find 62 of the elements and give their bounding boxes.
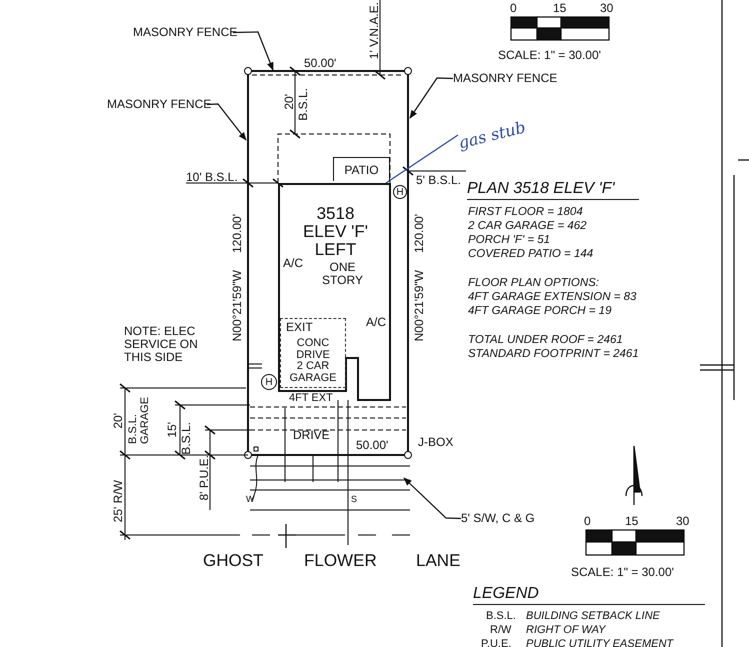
legend-definition: PUBLIC UTILITY EASEMENT xyxy=(526,638,674,647)
area-table-line: FIRST FLOOR = 1804 xyxy=(468,206,583,219)
legend-definition: BUILDING SETBACK LINE xyxy=(526,610,660,622)
area-table-line: COVERED PATIO = 144 xyxy=(468,248,594,261)
area-table-line: 2 CAR GARAGE = 462 xyxy=(468,220,587,233)
hose-bib-symbol: H xyxy=(261,374,277,390)
street-name: LANE xyxy=(416,552,460,571)
area-table-line: PORCH 'F' = 51 xyxy=(468,234,550,247)
scale-tick-label: 0 xyxy=(510,2,517,16)
dimension-label: 15' xyxy=(166,422,180,438)
legend-abbreviation: B.S.L. xyxy=(486,610,516,622)
leader-line xyxy=(386,134,458,184)
legend-abbreviation: R/W xyxy=(490,624,512,636)
dimension-label: N00°21'59"W xyxy=(413,270,426,342)
scale-note: SCALE: 1" = 30.00' xyxy=(498,49,601,62)
dimension-label: N00°21'59"W xyxy=(231,270,244,342)
scale-tick-label: 30 xyxy=(600,2,614,16)
dimension-label: B.S.L. xyxy=(180,422,194,455)
dimension-label: 8' P.U.E. xyxy=(198,455,212,500)
dimension-label: B.S.L. xyxy=(297,88,310,121)
callout-label: 5' S/W, C & G xyxy=(461,511,556,526)
street-name: GHOST xyxy=(203,552,264,571)
hose-bib-symbol: H xyxy=(393,185,407,199)
dimension-label: J-BOX xyxy=(418,436,454,450)
area-table-line: TOTAL UNDER ROOF = 2461 xyxy=(468,334,623,347)
scale-tick-label: 15 xyxy=(625,515,638,528)
legend-abbreviation: P.U.E. xyxy=(481,638,512,647)
plan-heading: PLAN 3518 ELEV 'F' xyxy=(467,180,639,200)
scale-tick-label: 30 xyxy=(676,515,690,528)
scale-note: SCALE: 1" = 30.00' xyxy=(571,566,674,580)
leader-line xyxy=(232,31,274,71)
dimension-label: DRIVE xyxy=(293,429,330,442)
note-text: NOTE: ELEC SERVICE ON THIS SIDE xyxy=(124,325,199,365)
legend-definition: RIGHT OF WAY xyxy=(526,624,606,636)
handwritten-note: gas stub xyxy=(456,114,540,156)
dimension-label: 50.00' xyxy=(304,57,336,70)
legend-heading: LEGEND xyxy=(473,585,705,605)
scale-tick-label: 15 xyxy=(553,2,566,16)
dimension-label: A/C xyxy=(366,316,386,330)
area-table-line: FLOOR PLAN OPTIONS: xyxy=(468,277,599,290)
leader-line xyxy=(206,103,247,141)
dimension-label: 10' B.S.L. xyxy=(186,171,238,184)
dimension-label: 120.00' xyxy=(413,214,426,253)
street-name: FLOWER xyxy=(304,552,377,571)
leader-line xyxy=(403,477,462,520)
area-table-line: STANDARD FOOTPRINT = 2461 xyxy=(468,348,639,361)
area-table-line: 4FT GARAGE PORCH = 19 xyxy=(468,305,612,318)
dimension-label: 20' xyxy=(283,94,296,110)
dimension-label: A/C xyxy=(283,257,304,270)
dimension-label: W xyxy=(246,495,254,505)
dimension-label: 50.00' xyxy=(356,439,388,452)
dimension-label: 5' B.S.L. xyxy=(416,174,461,188)
dimension-label: 1' V.N.A.E. xyxy=(368,2,382,60)
scale-tick-label: 0 xyxy=(584,515,591,528)
dimension-label: EXIT xyxy=(286,321,313,334)
area-table-line: 4FT GARAGE EXTENSION = 83 xyxy=(468,291,636,304)
dimension-label: 25' R/W xyxy=(112,480,126,522)
dimension-label: 120.00' xyxy=(231,214,244,253)
dimension-label: S xyxy=(351,495,358,505)
dimension-label: 20' xyxy=(112,413,126,429)
patio-box: PATIO xyxy=(333,157,390,181)
leader-line xyxy=(410,77,454,119)
